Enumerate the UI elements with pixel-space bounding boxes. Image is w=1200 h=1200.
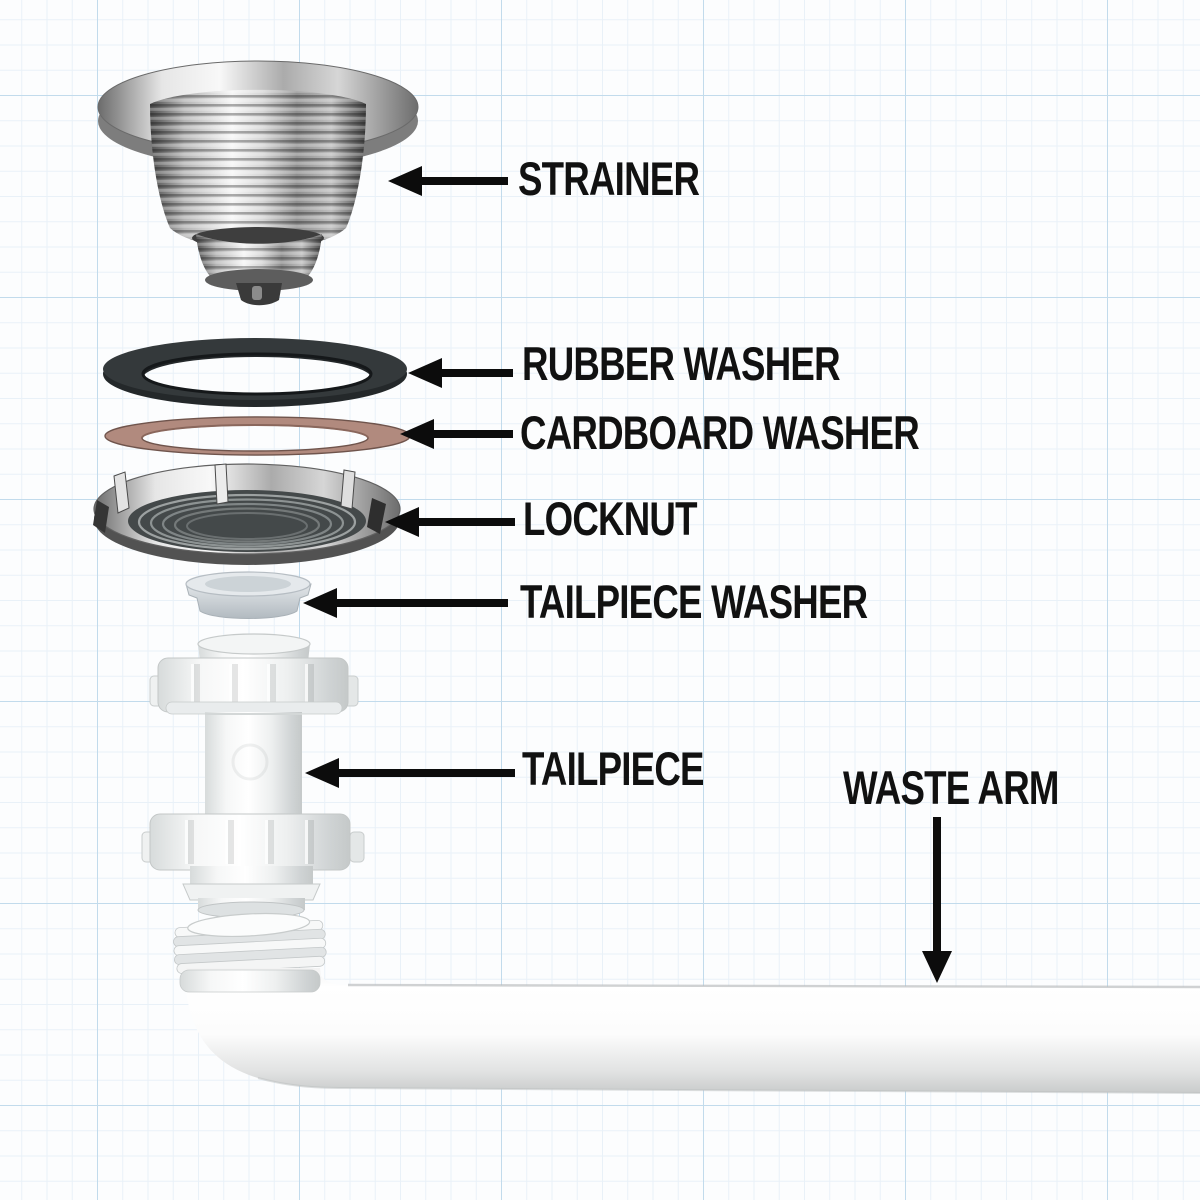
tailpiece-washer-arrow	[303, 588, 508, 618]
tailpiece-washer-part	[185, 571, 312, 619]
label-cardboard-washer: CARDBOARD WASHER	[520, 406, 920, 459]
arrow-left-icon	[408, 358, 442, 388]
cardboard-washer-part	[104, 416, 411, 456]
label-locknut: LOCKNUT	[523, 492, 698, 545]
rubber-washer-part	[103, 338, 407, 407]
label-tailpiece-washer-text: TAILPIECE WASHER	[520, 575, 868, 628]
strainer-arrow	[388, 166, 508, 196]
arrow-down-icon	[922, 951, 952, 983]
label-strainer-text: STRAINER	[518, 152, 700, 205]
waste-arm-arrow	[922, 817, 952, 983]
label-tailpiece: TAILPIECE	[522, 742, 705, 795]
label-strainer: STRAINER	[518, 152, 700, 205]
tailpiece-part	[141, 633, 365, 919]
label-tailpiece-washer: TAILPIECE WASHER	[520, 575, 868, 628]
arrow-left-icon	[305, 758, 339, 788]
waste-arm-part	[173, 912, 1200, 1094]
tailpiece-arrow	[305, 758, 515, 788]
arrow-left-icon	[388, 166, 422, 196]
arrow-left-icon	[303, 588, 337, 618]
label-rubber-washer-text: RUBBER WASHER	[522, 337, 841, 390]
label-waste-arm-text: WASTE ARM	[843, 761, 1059, 814]
arrow-left-icon	[400, 419, 434, 449]
strainer-part	[97, 60, 419, 306]
arrow-left-icon	[385, 507, 419, 537]
locknut-part	[93, 463, 401, 565]
label-tailpiece-text: TAILPIECE	[522, 742, 705, 795]
label-cardboard-washer-text: CARDBOARD WASHER	[520, 406, 920, 459]
locknut-arrow	[385, 507, 515, 537]
label-waste-arm: WASTE ARM	[843, 764, 1059, 811]
label-rubber-washer: RUBBER WASHER	[522, 337, 841, 390]
label-locknut-text: LOCKNUT	[523, 492, 698, 545]
rubber-washer-arrow	[408, 358, 513, 388]
cardboard-washer-arrow	[400, 419, 513, 449]
